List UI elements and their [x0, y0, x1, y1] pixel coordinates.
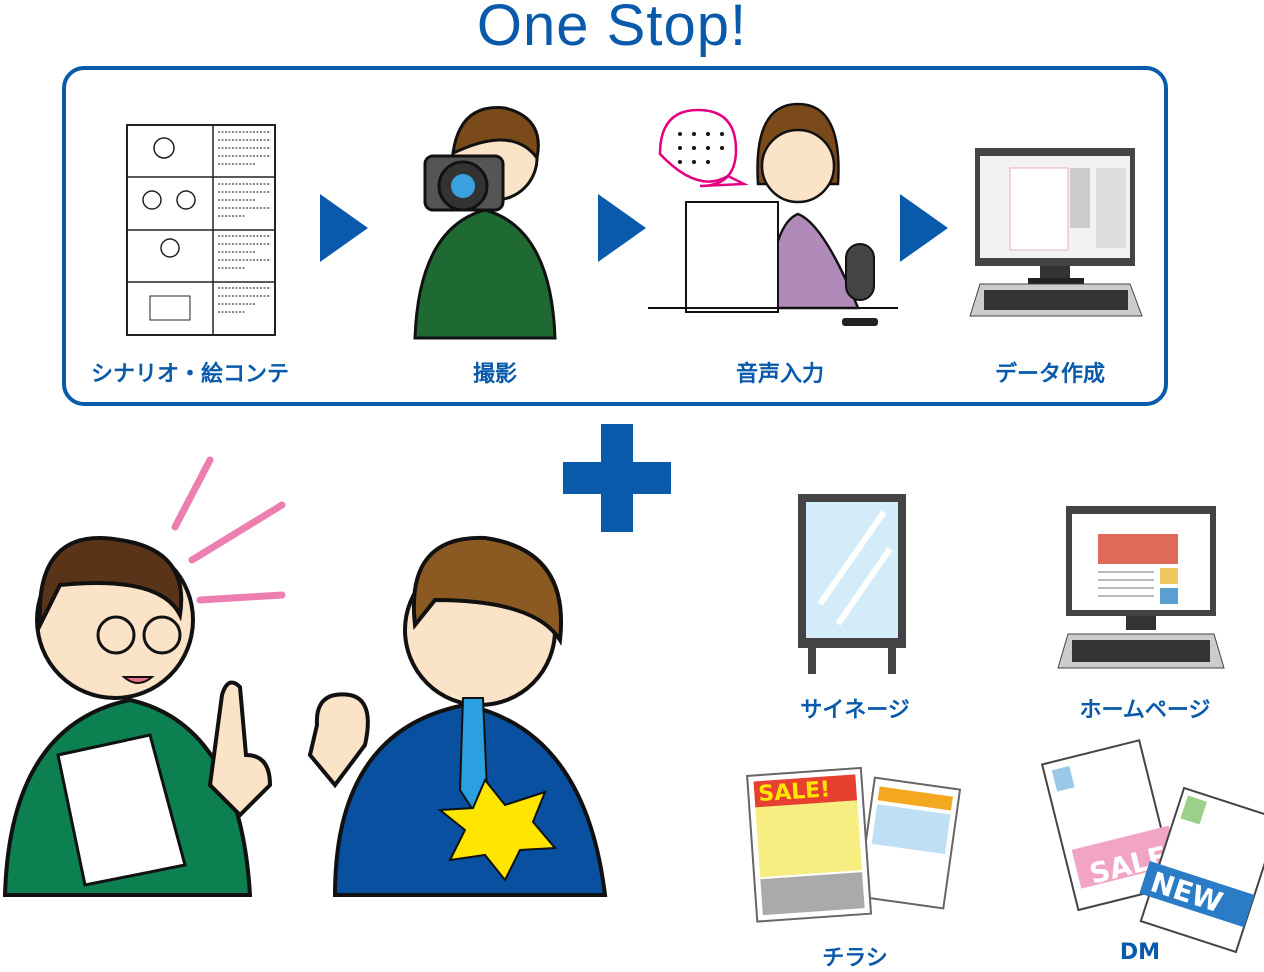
businessman-glasses-illustration — [2, 456, 286, 897]
arrow-right-icon — [598, 194, 646, 262]
sale-badge: SALE! — [758, 777, 832, 807]
flyer-icon: SALE! — [746, 766, 962, 923]
plus-icon — [563, 424, 671, 532]
step-label-data: データ作成 — [994, 362, 1105, 387]
camera-person-icon — [413, 106, 557, 340]
step-label-storyboard: シナリオ・絵コンテ — [90, 362, 289, 387]
computer-icon — [969, 148, 1143, 317]
direct-mail-icon: SALE NEW — [1040, 739, 1264, 954]
output-label-flyer: チラシ — [822, 946, 888, 971]
step-label-shooting: 撮影 — [472, 362, 517, 387]
page-title: One Stop! — [476, 0, 748, 58]
signage-icon — [798, 494, 906, 674]
businessman-blue-illustration — [307, 535, 608, 897]
output-label-homepage: ホームページ — [1079, 698, 1211, 723]
output-label-dm: DM — [1119, 940, 1161, 965]
arrow-right-icon — [320, 194, 368, 262]
narrator-icon — [648, 102, 898, 326]
storyboard-icon — [126, 124, 276, 336]
step-label-voice: 音声入力 — [735, 362, 824, 387]
arrow-right-icon — [900, 194, 948, 262]
workflow-frame — [62, 66, 1168, 406]
homepage-icon — [1057, 506, 1225, 669]
output-label-signage: サイネージ — [800, 698, 910, 723]
